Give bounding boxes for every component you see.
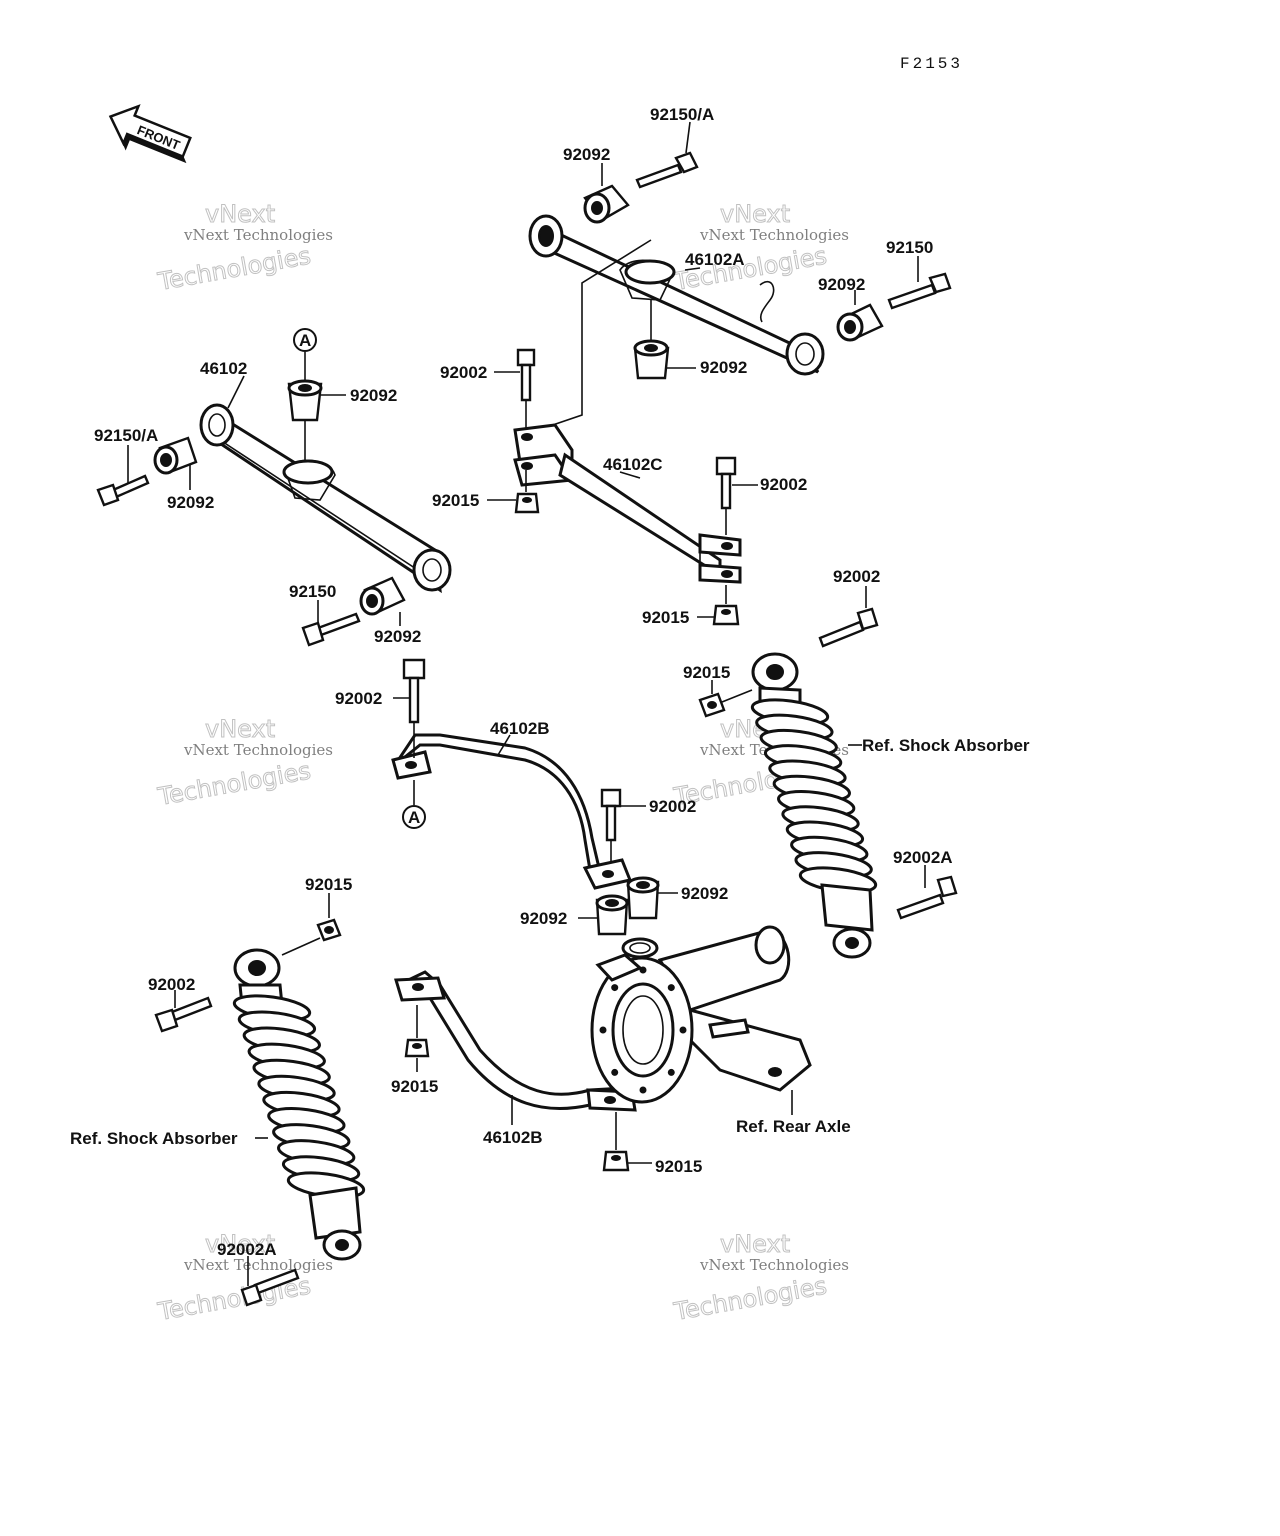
watermark-3: vNext vNext Technologies Technologies [155,715,333,812]
bracket-46102C [513,423,742,584]
flange-bolt-hole [679,1026,687,1034]
front-arrow-icon: FRONT [108,104,192,164]
label-92092-left-bottom: 92092 [374,627,421,646]
ref-shock-absorber-right: Ref. Shock Absorber [862,736,1030,755]
label-92015-c: 92015 [683,663,730,682]
watermark-1: vNext vNext Technologies Technologies [155,200,333,297]
label-92002-f: 92002 [148,975,195,994]
svg-text:Technologies: Technologies [155,242,313,297]
nut-92015-f [602,1150,630,1172]
flange-bolt-hole [667,984,675,992]
label-92002-c: 92002 [335,689,382,708]
flange-bolt-hole [599,1026,607,1034]
bolt-92150A-top [635,151,699,189]
bolt-92002-c [402,658,426,724]
label-92002-e: 92002 [649,797,696,816]
label-92002A-right: 92002A [893,848,953,867]
svg-text:vNext Technologies: vNext Technologies [699,1256,849,1274]
flange-bolt-hole [639,966,647,974]
bushing-92092-left-bottom [359,576,406,616]
svg-text:vNext Technologies: vNext Technologies [183,226,333,244]
svg-text:vNext Technologies: vNext Technologies [183,741,333,759]
label-92150-top: 92150 [886,238,933,257]
label-92015-a: 92015 [432,491,479,510]
ref-circle-a-top: A [293,328,317,352]
label-92002-d: 92002 [833,567,880,586]
stabilizer-46102B-top [391,733,633,890]
label-92002-a: 92002 [440,363,487,382]
nut-92015-d [316,918,342,942]
label-92015-e: 92015 [391,1077,438,1096]
nut-92015-c [698,692,726,718]
trailing-arm-46102A [528,214,825,376]
bolt-92002-e [600,788,622,842]
bolt-92002-d [818,607,879,648]
label-46102A: 46102A [685,250,745,269]
label-46102C: 46102C [603,455,663,474]
nut-92015-e [404,1038,430,1058]
nut-92015-a [514,492,540,514]
label-92092-left-top: 92092 [350,386,397,405]
trailing-arm-46102 [199,403,452,594]
label-92150-left: 92150 [289,582,336,601]
label-92015-b: 92015 [642,608,689,627]
ref-shock-absorber-left: Ref. Shock Absorber [70,1129,238,1148]
svg-text:vNext: vNext [205,715,275,743]
bolt-92002-a [516,348,536,402]
svg-text:vNext: vNext [720,1230,790,1258]
svg-text:vNext Technologies: vNext Technologies [699,226,849,244]
svg-text:Technologies: Technologies [671,1272,829,1327]
ref-circle-a-bottom: A [402,805,426,829]
label-92150A-top: 92150/A [650,105,714,124]
label-92092-mid-left: 92092 [520,909,567,928]
label-92092-left: 92092 [167,493,214,512]
figure-code: F2153 [900,55,963,73]
label-46102: 46102 [200,359,247,378]
label-92015-f: 92015 [655,1157,702,1176]
shock-absorber-right [750,652,878,959]
bolt-92150-right [887,272,952,310]
bolt-92002A-right [896,875,958,920]
watermark-6: vNext vNext Technologies Technologies [671,1230,849,1327]
label-92092-mid-right: 92092 [681,884,728,903]
bushing-92092-mid-left [595,894,629,936]
svg-text:vNext: vNext [205,1230,275,1258]
bushing-92092-top [583,184,630,224]
svg-text:Technologies: Technologies [155,757,313,812]
label-92002A-left: 92002A [217,1240,277,1259]
flange-bolt-hole [639,1086,647,1094]
bolt-92002-b [715,456,737,510]
bolt-92002-f [154,996,213,1033]
label-46102B-bottom: 46102B [483,1128,543,1147]
bolt-92150-left [301,612,361,647]
flange-bolt-hole [611,1068,619,1076]
label-92015-d: 92015 [305,875,352,894]
svg-text:vNext: vNext [720,200,790,228]
flange-bolt-hole [611,984,619,992]
rear-axle-housing [590,925,812,1104]
bolt-92150A-left [96,474,150,507]
svg-text:vNext: vNext [205,200,275,228]
flange-bolt-hole [667,1068,675,1076]
label-92092-top: 92092 [563,145,610,164]
svg-text:A: A [408,808,420,827]
bushing-92092-left [153,436,198,475]
svg-text:A: A [299,331,311,350]
bushing-92092-under [633,339,670,380]
label-92092-under: 92092 [700,358,747,377]
nut-92015-b [712,604,740,626]
bushing-92092-left-top [287,379,323,422]
label-92150A-left: 92150/A [94,426,158,445]
label-92092-right: 92092 [818,275,865,294]
ref-rear-axle: Ref. Rear Axle [736,1117,851,1136]
label-46102B-top: 46102B [490,719,550,738]
bolt-92002A-left [240,1268,300,1307]
label-92002-b: 92002 [760,475,807,494]
bushing-92092-right [836,303,884,342]
shock-absorber-left [232,948,366,1261]
bushing-92092-mid-right [626,876,660,920]
